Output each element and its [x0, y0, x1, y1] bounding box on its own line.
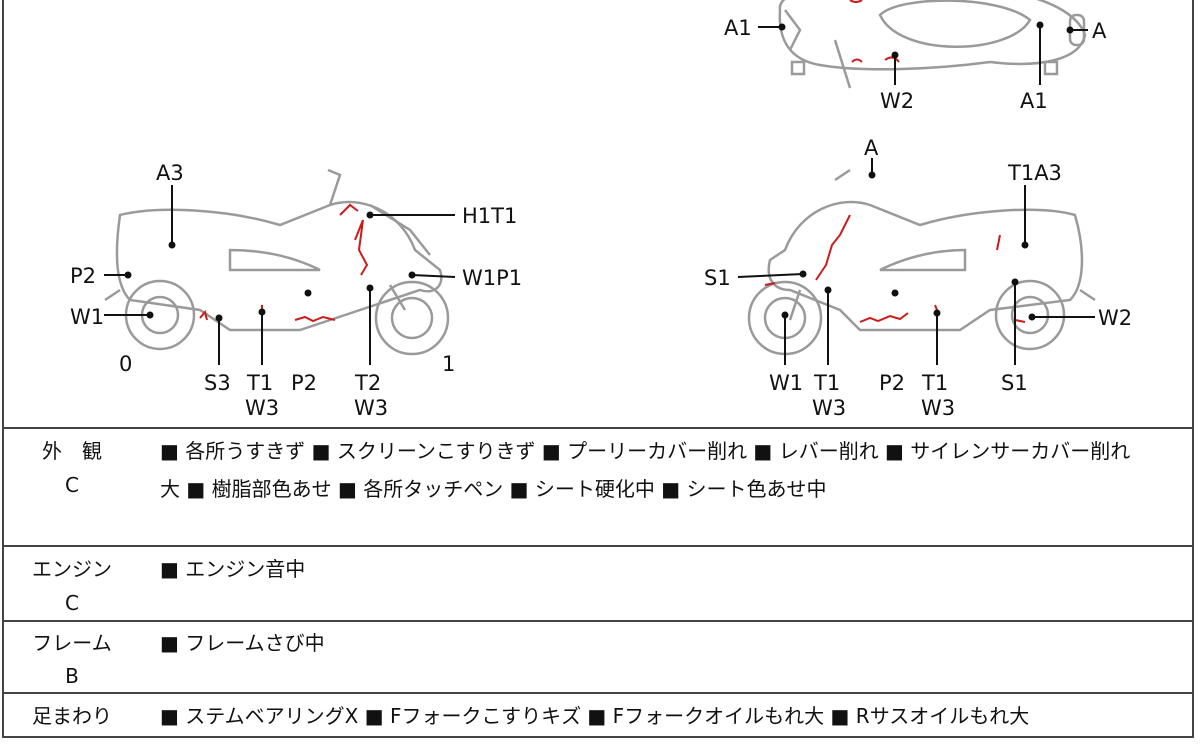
label-left-t2: T2	[354, 371, 381, 395]
section-line: ■ フレームさび中	[160, 631, 325, 655]
scooter-diagrams: A1 A W2 A1 A3 H1T1 P2 W1P1 W1 0 1 S3 T1 …	[70, 0, 1132, 420]
label-left-zero: 0	[119, 352, 132, 376]
label-left-p2: P2	[70, 264, 96, 288]
label-right-s1: S1	[704, 266, 731, 290]
section-grade: C	[65, 473, 79, 497]
section-engine: エンジン C ■ エンジン音中	[2, 545, 1194, 621]
label-right-t1a3: T1A3	[1007, 161, 1062, 185]
label-left-t1: T1	[246, 371, 273, 395]
label-left-s3: S3	[204, 371, 231, 395]
section-grade: C	[65, 591, 79, 615]
section-line: ■ ステムベアリングX ■ Fフォークこすりキズ ■ Fフォークオイルもれ大 ■…	[160, 704, 1030, 728]
section-suspension: 足まわり ■ ステムベアリングX ■ Fフォークこすりキズ ■ Fフォークオイル…	[2, 692, 1194, 752]
label-left-one: 1	[442, 352, 455, 376]
label-left-a3: A3	[156, 161, 184, 185]
label-right-t1-a: T1	[813, 371, 840, 395]
label-right-w3-b: W3	[921, 396, 955, 420]
label-right-w3-a: W3	[812, 396, 846, 420]
section-line: ■ エンジン音中	[160, 557, 306, 581]
label-left-w3-b: W3	[354, 396, 388, 420]
top-view-damage	[849, 0, 900, 63]
label-left-h1t1: H1T1	[462, 204, 517, 228]
left-view-scooter	[104, 168, 450, 356]
right-view-leaders	[737, 158, 1095, 365]
right-view-damage	[764, 214, 1026, 323]
label-top-w2: W2	[880, 89, 914, 113]
label-right-w1: W1	[769, 371, 803, 395]
section-name: 外 観	[42, 439, 102, 463]
label-left-w3-a: W3	[245, 396, 279, 420]
label-left-w1: W1	[70, 305, 104, 329]
section-exterior: 外 観 C ■ 各所うすきず ■ スクリーンこすりきず ■ プーリーカバー削れ …	[2, 427, 1194, 546]
right-view-scooter	[747, 168, 1096, 356]
section-line: 大 ■ 樹脂部色あせ ■ 各所タッチペン ■ シート硬化中 ■ シート色あせ中	[160, 477, 827, 501]
left-view-leaders	[104, 185, 456, 365]
label-right-w2: W2	[1098, 306, 1132, 330]
label-top-a1-bottom: A1	[1020, 89, 1048, 113]
section-name: フレーム	[32, 631, 112, 655]
label-right-s1-bottom: S1	[1001, 371, 1028, 395]
section-frame: フレーム B ■ フレームさび中	[2, 620, 1194, 693]
label-top-a1-left: A1	[724, 16, 752, 40]
label-left-w1p1: W1P1	[462, 266, 522, 290]
top-view-leaders	[758, 21, 1088, 85]
label-right-p2: P2	[879, 371, 905, 395]
section-name: エンジン	[32, 557, 112, 581]
label-left-p2-bottom: P2	[291, 371, 317, 395]
label-top-a: A	[1092, 19, 1107, 43]
damage-diagram: A1 A W2 A1 A3 H1T1 P2 W1P1 W1 0 1 S3 T1 …	[70, 0, 1132, 420]
section-name: 足まわり	[32, 704, 112, 728]
label-right-a: A	[864, 136, 879, 160]
label-right-t1-b: T1	[921, 371, 948, 395]
top-view-scooter	[778, 0, 1087, 89]
section-line: ■ 各所うすきず ■ スクリーンこすりきず ■ プーリーカバー削れ ■ レバー削…	[160, 439, 1131, 463]
section-grade: B	[65, 664, 79, 688]
